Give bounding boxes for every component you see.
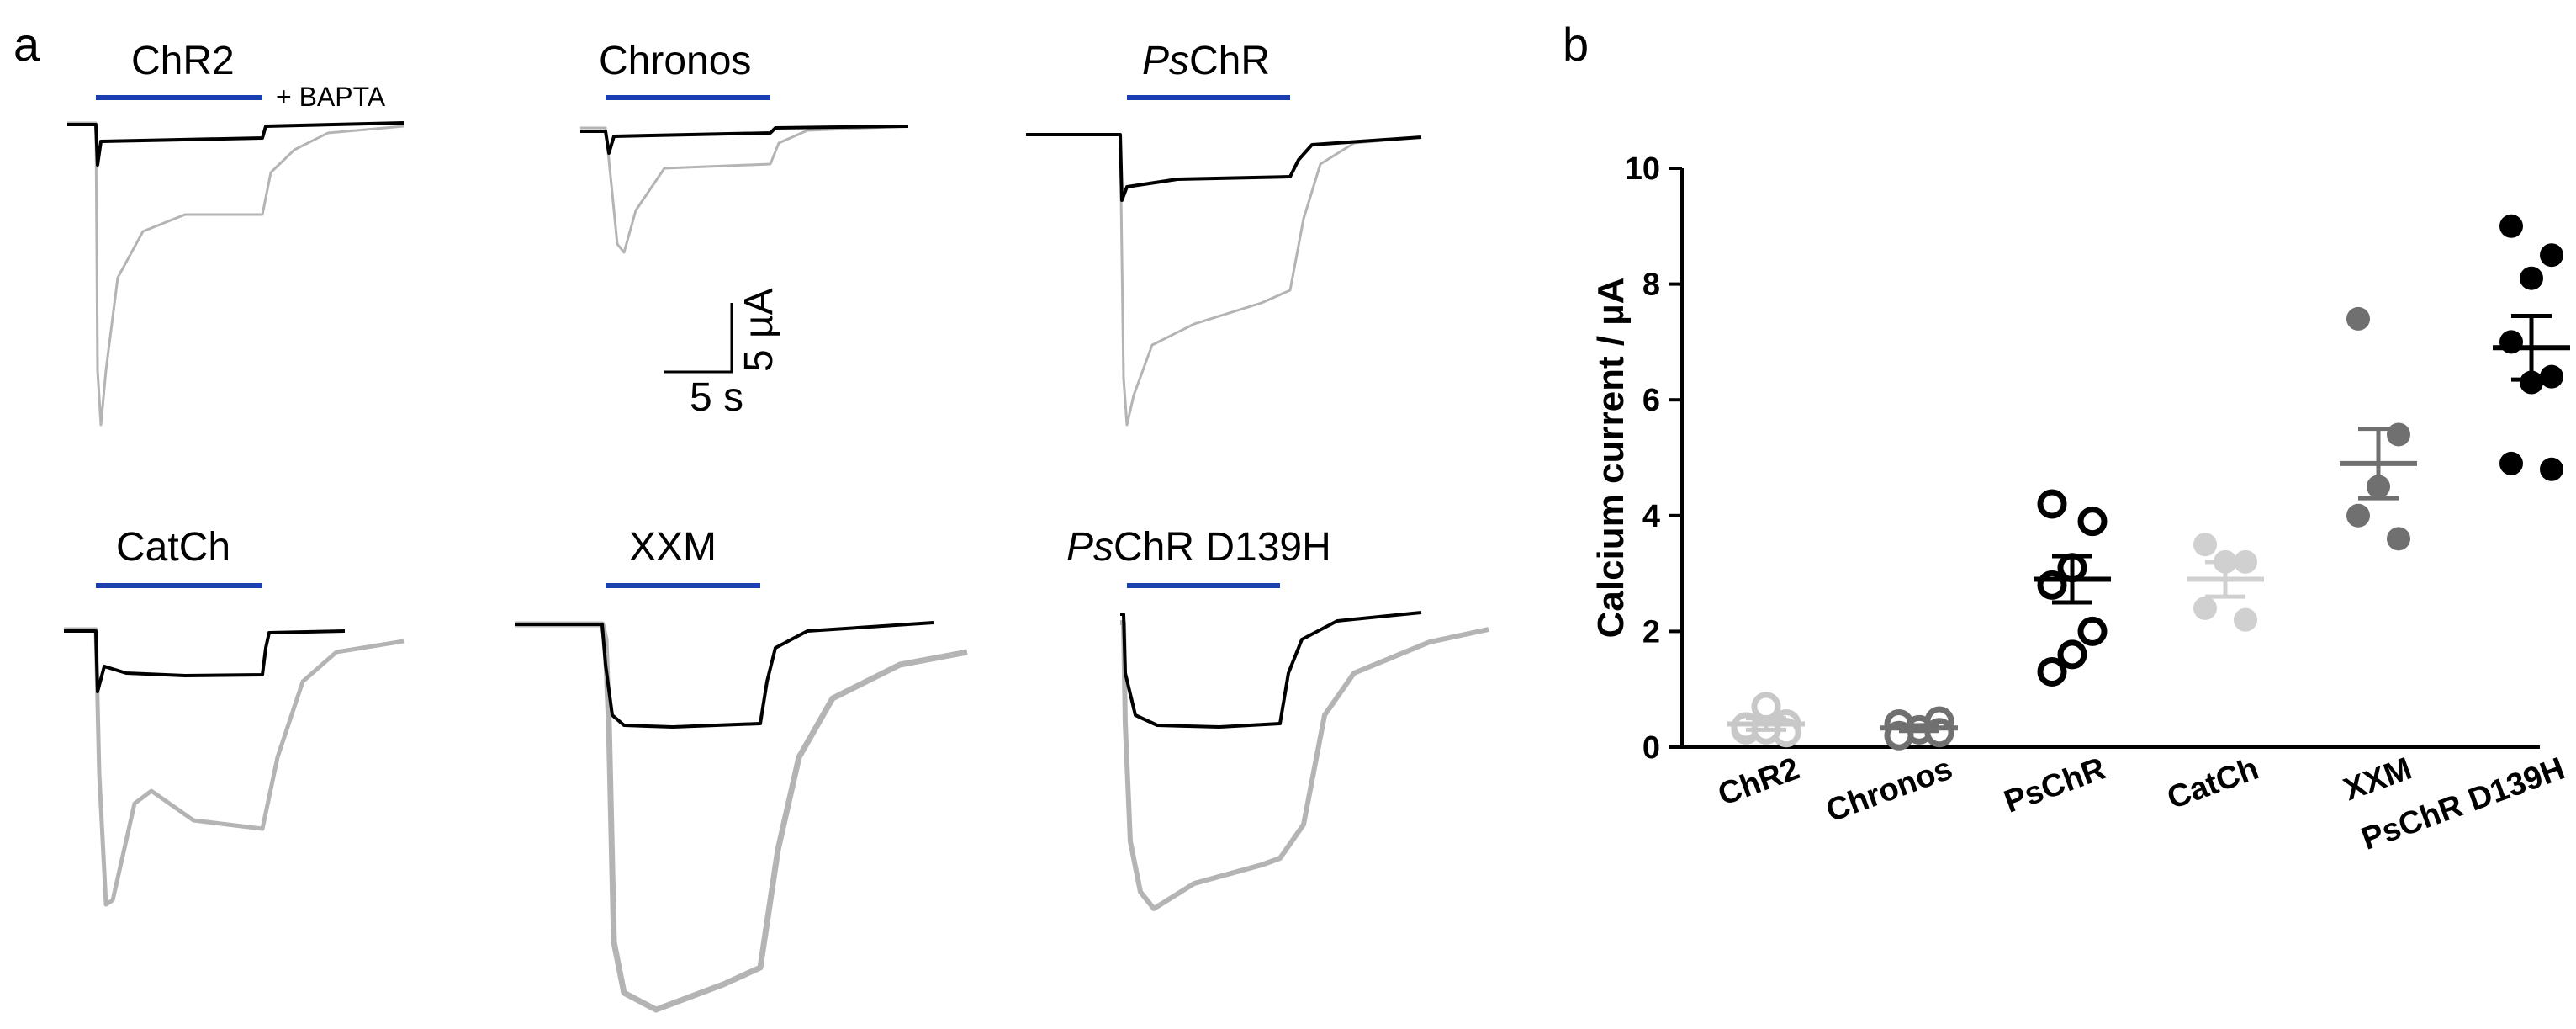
trace-title-pschr-rest: ChR — [1189, 39, 1270, 83]
trace-d139h-black — [1120, 611, 1422, 729]
data-series — [1727, 214, 2570, 751]
data-point — [2037, 489, 2067, 519]
trace-title-pschr-prefix: Ps — [1142, 39, 1189, 83]
stimulus-bars — [96, 95, 1290, 588]
current-traces — [64, 121, 1489, 1013]
trace-pschr-grey — [1026, 133, 1422, 427]
data-point — [2234, 607, 2257, 632]
panel-b-letter: b — [1563, 18, 1589, 71]
trace-catch-grey — [64, 627, 405, 907]
trace-chronos-grey — [580, 125, 909, 254]
data-point — [2540, 364, 2563, 389]
trace-chronos-black — [580, 125, 909, 155]
scale-bar-lines — [664, 303, 733, 374]
data-point — [2540, 457, 2563, 481]
y-tick-label: 6 — [1642, 383, 1660, 418]
data-point — [2540, 243, 2563, 268]
scale-bar-x-label: 5 s — [690, 375, 743, 420]
y-tick-label: 4 — [1642, 499, 1660, 534]
series-pschr — [2034, 489, 2111, 687]
trace-chr2-black — [67, 121, 405, 167]
trace-title-pschr: PsChR — [1142, 39, 1270, 83]
data-point — [2520, 266, 2543, 290]
trace-title-d139h-prefix: Ps — [1066, 525, 1113, 570]
data-point — [2057, 639, 2087, 670]
series-pschr-d139h — [2493, 214, 2570, 481]
x-tick-label: ChR2 — [1714, 751, 1805, 813]
data-point — [2387, 422, 2410, 447]
data-point — [2520, 370, 2543, 395]
y-tick-label: 0 — [1642, 730, 1660, 766]
trace-chr2-grey — [67, 121, 405, 427]
scale-bar-y-label: 5 µA — [737, 288, 781, 372]
y-tick-label: 8 — [1642, 268, 1660, 303]
data-point — [2077, 616, 2108, 646]
scale-bar: 5 s 5 µA — [664, 288, 781, 420]
y-tick-label: 2 — [1642, 614, 1660, 650]
data-point — [2499, 214, 2523, 238]
x-tick-label: XXM — [2339, 751, 2416, 809]
y-axis-label: Calcium current / µA — [1590, 278, 1632, 639]
trace-d139h-grey — [1120, 620, 1489, 911]
y-tick-label: 10 — [1625, 151, 1660, 187]
data-point — [2077, 507, 2108, 537]
trace-xxm-grey — [515, 621, 968, 1013]
trace-title-d139h-rest: ChR D139H — [1113, 525, 1331, 570]
trace-catch-black — [64, 629, 346, 693]
x-tick-label: Chronos — [1822, 751, 1957, 830]
trace-title-xxm: XXM — [629, 525, 717, 570]
trace-title-pschr-d139h: PsChR D139H — [1066, 525, 1331, 570]
data-point — [2193, 596, 2217, 620]
trace-xxm-black — [515, 621, 934, 729]
data-point — [2346, 503, 2370, 528]
data-point — [2346, 306, 2370, 331]
data-point — [2387, 527, 2410, 551]
series-chronos — [1880, 706, 1958, 751]
data-point — [2037, 657, 2067, 687]
series-catch — [2187, 533, 2264, 632]
x-tick-label: CatCh — [2163, 751, 2264, 817]
trace-title-chronos: Chronos — [599, 39, 751, 83]
trace-pschr-black — [1026, 133, 1422, 202]
panel-a-letter: a — [13, 18, 40, 71]
x-tick-label: PsChR — [2000, 751, 2110, 820]
data-point — [2193, 533, 2217, 557]
data-point — [1751, 692, 1781, 722]
trace-title-chr2: ChR2 — [131, 39, 235, 83]
y-axis-ticks: 0 2 4 6 8 10 — [1625, 151, 1682, 766]
bapta-label: + BAPTA — [276, 82, 386, 112]
data-point — [2499, 451, 2523, 475]
series-chr2 — [1727, 692, 1805, 748]
trace-title-catch: CatCh — [116, 525, 230, 570]
series-xxm — [2340, 306, 2417, 551]
